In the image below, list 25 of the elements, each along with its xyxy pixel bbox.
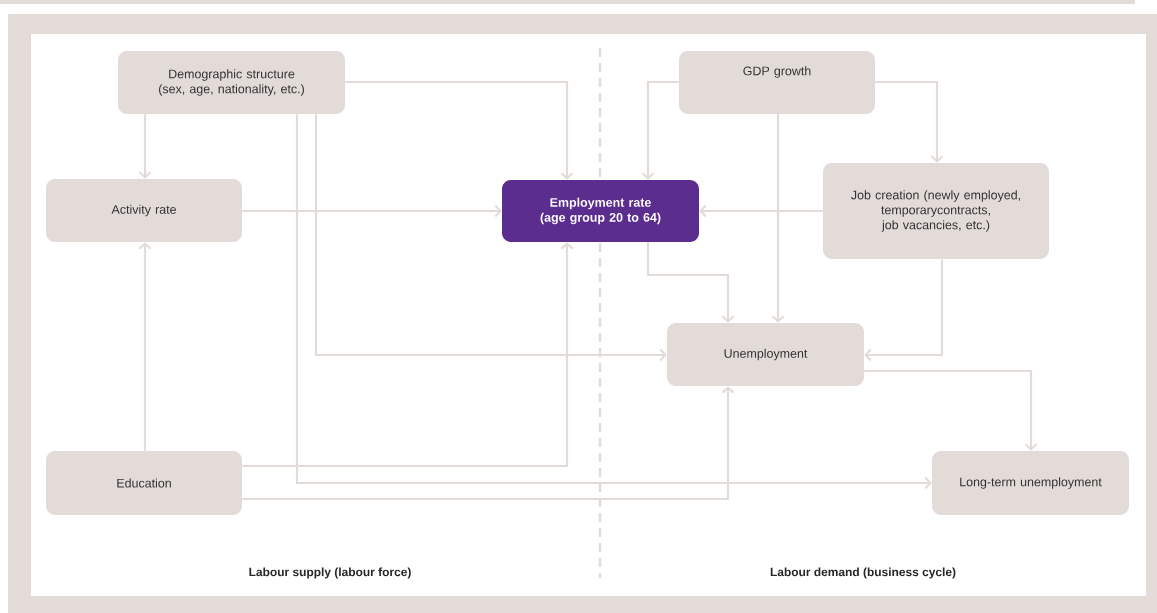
process-box: Education — [46, 451, 242, 515]
section-label: Labour demand (business cycle) — [770, 567, 956, 579]
arrow — [864, 369, 1038, 451]
arrow — [864, 259, 944, 362]
arrow — [242, 242, 574, 468]
arrow — [699, 204, 823, 218]
process-box: Unemployment — [667, 323, 864, 386]
arrow — [771, 114, 785, 323]
arrow — [242, 204, 502, 218]
arrow — [242, 386, 735, 501]
arrow — [345, 80, 574, 180]
process-box: Activity rate — [46, 179, 242, 242]
section-label: Labour supply (labour force) — [249, 567, 411, 579]
highlight-box: Employment rate (age group 20 to 64) — [502, 180, 699, 242]
arrow — [314, 114, 667, 362]
process-box: GDP growth — [679, 51, 875, 114]
arrow — [295, 114, 932, 490]
process-box: Job creation (newly employed, temporarycontracts, job vacancies, etc.) — [823, 163, 1049, 259]
arrow — [641, 80, 679, 180]
arrow — [138, 114, 152, 179]
process-box: Demographic structure (sex, age, nationality, etc.) — [118, 51, 345, 114]
arrow — [875, 80, 944, 163]
process-box: Long-term unemployment — [932, 451, 1129, 515]
arrow — [646, 242, 735, 323]
arrow — [138, 242, 152, 451]
